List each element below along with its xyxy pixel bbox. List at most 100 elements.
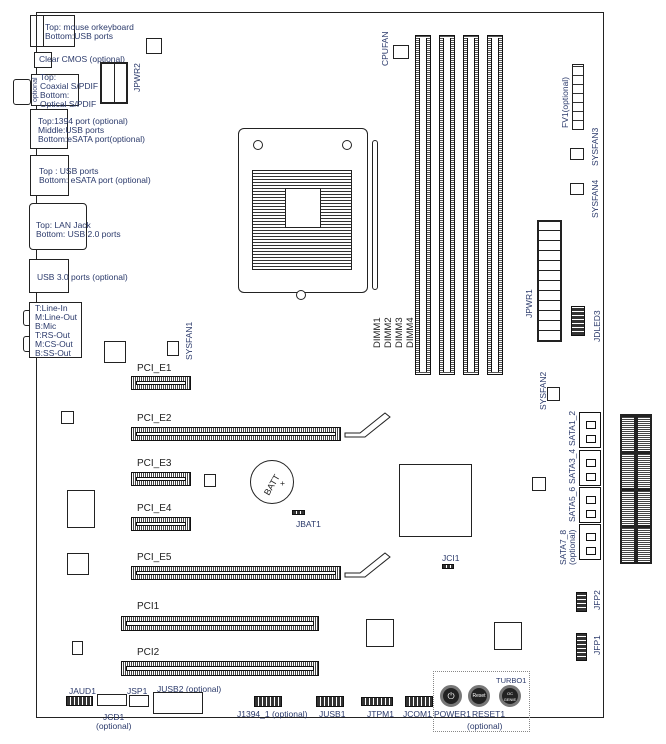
jci1-label: JCI1 [442, 553, 460, 563]
jfp1-label: JFP1 [592, 635, 602, 655]
jtpm1-label: JTPM1 [367, 709, 394, 719]
cpufan-label: CPUFAN [380, 31, 390, 66]
chip [104, 341, 126, 363]
jbat1-label: JBAT1 [296, 519, 321, 529]
esata-port [620, 415, 636, 453]
mount-hole [296, 290, 306, 300]
jaud1-header [66, 696, 93, 706]
lan-usb-port [29, 203, 87, 250]
cmos-battery [250, 460, 294, 504]
buttons-optional: (optional) [467, 721, 503, 731]
sata1-2-connector [579, 412, 601, 448]
dimm2-slot [439, 35, 455, 375]
mount-hole [253, 140, 263, 150]
chip [61, 411, 74, 424]
esata-port [620, 526, 636, 564]
reset-button[interactable]: Reset [468, 685, 490, 707]
sata3-4-label: SATA3_4 [567, 448, 577, 484]
spdif-port [31, 74, 79, 106]
pcie3-label: PCI_E3 [137, 458, 172, 469]
sata5-6-label: SATA5_6 [567, 486, 577, 522]
audio-label: M:CS-Out [35, 339, 73, 349]
chip [494, 622, 522, 650]
jcom1-header [405, 696, 433, 707]
jpwr1-label: JPWR1 [524, 289, 534, 318]
pcie5-slot [131, 566, 341, 580]
j1394-label: J1394_1 (optional) [237, 709, 308, 719]
jsp1-label: JSP1 [127, 686, 148, 696]
jaud1-label: JAUD1 [69, 686, 96, 696]
jusb1-label: JUSB1 [319, 709, 346, 719]
chip [146, 38, 162, 54]
jcom1-label: JCOM1 [403, 709, 432, 719]
chip [532, 477, 546, 491]
sysfan4-connector [570, 183, 584, 195]
sysfan2-label: SYSFAN2 [538, 371, 548, 410]
jdled3-label: JDLED3 [592, 310, 602, 342]
batt-plus: + [280, 478, 285, 488]
pcie1-slot [131, 376, 191, 390]
pci1-label: PCI1 [137, 601, 160, 612]
mount-hole [342, 140, 352, 150]
fv1-header [572, 64, 584, 130]
spdif-jack [13, 79, 31, 105]
pcie4-slot [131, 517, 191, 531]
dimm4-label: DIMM4 [405, 317, 416, 348]
turbo1-label: TURBO1 [496, 676, 527, 685]
jusb1-header [316, 696, 344, 707]
sata5-6-connector [579, 487, 601, 523]
jpwr2-label: JPWR2 [132, 63, 142, 92]
audio-label: B:Mic [35, 321, 57, 331]
fv1-label: FV1(optional) [560, 76, 570, 128]
slot-latches [344, 412, 391, 578]
esata-port [620, 452, 636, 490]
jusb2-connector [153, 692, 203, 714]
jcd1-optional: (optional) [96, 721, 132, 731]
power-button[interactable]: ⏻ [440, 685, 462, 707]
dimm1-label: DIMM1 [372, 317, 383, 348]
lan-label: Bottom: USB 2.0 ports [36, 229, 121, 239]
sysfan3-label: SYSFAN3 [590, 127, 600, 166]
sysfan1-label: SYSFAN1 [184, 321, 194, 360]
pci2-slot [121, 661, 319, 676]
pcie3-slot [131, 472, 191, 486]
cpufan-connector [393, 45, 409, 59]
chip [72, 641, 83, 655]
chipset [399, 464, 472, 537]
jbat1-jumper [292, 510, 305, 515]
dimm2-label: DIMM2 [383, 317, 394, 348]
pci2-label: PCI2 [137, 647, 160, 658]
dimm4-slot [487, 35, 503, 375]
audio-jack-nub [23, 310, 30, 326]
1394-label: Bottom:eSATA port(optional) [38, 134, 145, 144]
oc-genie-button[interactable]: OC GENIE [499, 685, 521, 707]
lan-label: Top: LAN Jack [36, 220, 91, 230]
dimm3-label: DIMM3 [394, 317, 405, 348]
jsp1-connector [129, 695, 149, 707]
pcie1-label: PCI_E1 [137, 363, 172, 374]
sysfan4-label: SYSFAN4 [590, 179, 600, 218]
ps2-label-top: Top: mouse orkeyboard [45, 22, 134, 32]
chip [366, 619, 394, 647]
dimm1-slot [415, 35, 431, 375]
cpu-lever [372, 140, 378, 290]
sata7-8-optional: (optional) [567, 529, 577, 565]
chip [67, 553, 89, 575]
power1-label: POWER1 [434, 709, 471, 719]
clear-cmos-label: Clear CMOS (optional) [39, 54, 125, 64]
esata-port [636, 415, 652, 453]
j1394-header [254, 696, 282, 707]
spdif-label: Coaxial S/PDIF [40, 81, 99, 91]
audio-jacks [29, 302, 82, 358]
jcd1-connector [97, 694, 127, 706]
board-outline [36, 12, 604, 718]
1394-label: Middle:USB ports [38, 125, 105, 135]
jusb2-label: JUSB2 (optional) [157, 684, 222, 694]
reset1-label: RESET1 [472, 709, 506, 719]
usb3-label: USB 3.0 ports (optional) [37, 272, 128, 282]
pcie2-slot [131, 427, 341, 441]
usb-esata-label: Bottom: eSATA port (optional) [39, 175, 151, 185]
jpwr1-connector [537, 220, 562, 342]
clear-cmos-button [34, 52, 52, 68]
